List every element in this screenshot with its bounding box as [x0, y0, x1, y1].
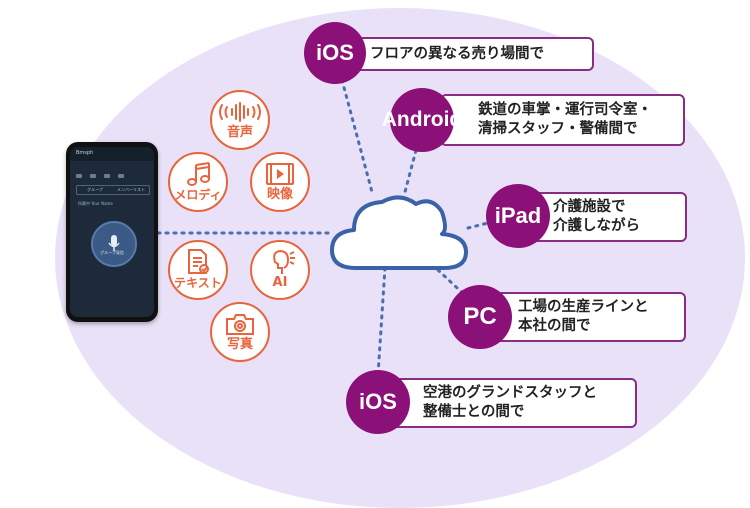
- platform-badge: iOS: [346, 370, 410, 434]
- phone-talk-label: グループ発信: [100, 250, 124, 255]
- feature-label: 映像: [266, 187, 293, 202]
- sound-wave-icon: [219, 102, 261, 122]
- phone-talk-button[interactable]: [91, 221, 137, 267]
- feature-label: AI: [272, 275, 288, 290]
- platform-description: 鉄道の車掌・運行司令室・ 清掃スタッフ・警備間で: [440, 94, 685, 146]
- phone-seg-left[interactable]: グループ: [87, 187, 103, 192]
- video-icon: [266, 163, 294, 185]
- phone-tabs: [76, 163, 148, 178]
- platform-badge: Android: [382, 88, 462, 152]
- phone-screen: Bmsph グループ メンバーリスト 所属中 Your Name グループ発信: [70, 147, 154, 317]
- platform-description: 空港のグランドスタッフと 整備士との間で: [385, 378, 637, 428]
- platform-badge: iPad: [486, 184, 550, 248]
- platform-description: フロアの異なる売り場間で: [332, 37, 594, 71]
- document-icon: [188, 249, 209, 274]
- smartphone: Bmsph グループ メンバーリスト 所属中 Your Name グループ発信: [66, 142, 158, 322]
- feature-voice: 音声: [210, 90, 270, 150]
- feature-label: 音声: [226, 125, 253, 140]
- feature-photo: 写真: [210, 302, 270, 362]
- phone-status-bar: [70, 147, 154, 161]
- platform-badge: PC: [448, 285, 512, 349]
- camera-icon: [226, 314, 254, 335]
- microphone-icon: [108, 235, 120, 251]
- phone-sub-text: 所属中 Your Name: [78, 201, 113, 206]
- music-note-icon: [187, 162, 210, 186]
- platform-badge-text: Android: [381, 108, 463, 131]
- feature-melody: メロディ: [168, 152, 228, 212]
- platform-description: 工場の生産ラインと 本社の間で: [478, 292, 686, 342]
- cloud-icon: [330, 195, 468, 270]
- ai-head-icon: [273, 249, 295, 274]
- feature-label: テキスト: [174, 276, 222, 290]
- feature-label: 写真: [226, 337, 253, 352]
- feature-text: テキスト: [168, 240, 228, 300]
- phone-seg-right[interactable]: メンバーリスト: [117, 187, 145, 192]
- feature-ai: AI: [250, 240, 310, 300]
- phone-app-name: Bmsph: [76, 150, 94, 156]
- feature-label: メロディ: [174, 188, 222, 202]
- platform-badge: iOS: [304, 22, 366, 84]
- feature-video: 映像: [250, 152, 310, 212]
- phone-segment-control[interactable]: グループ メンバーリスト: [76, 185, 150, 195]
